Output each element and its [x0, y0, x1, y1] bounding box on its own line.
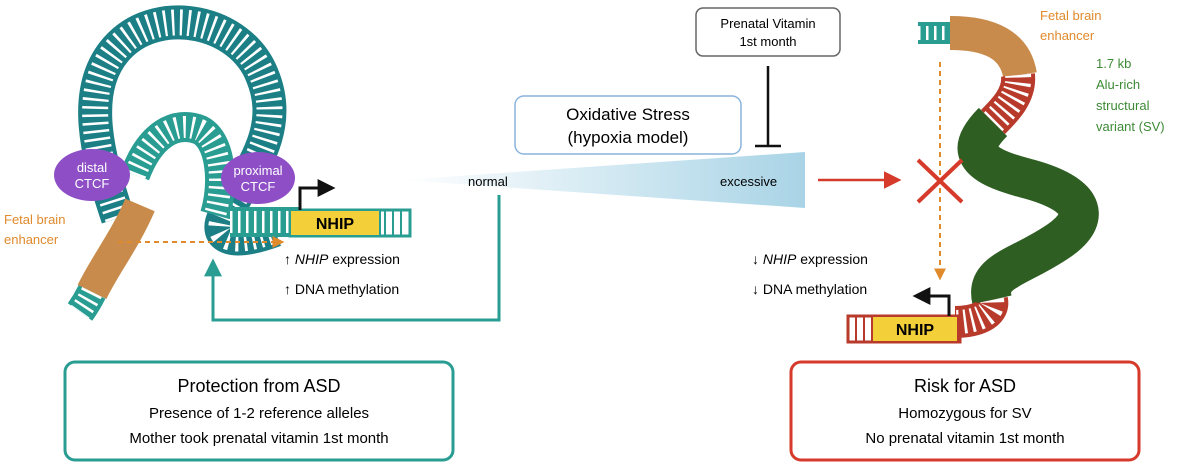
svg-text:↑ NHIP expression: ↑ NHIP expression	[284, 251, 400, 267]
down-arrow-icon: ↓	[752, 281, 763, 297]
excessive-label: excessive	[720, 174, 777, 189]
stress-gradient-wedge	[400, 152, 805, 208]
sv-line4: variant (SV)	[1096, 119, 1165, 134]
left-gene-label: NHIP	[316, 216, 355, 233]
blocked-x-icon	[916, 158, 964, 204]
risk-line2: No prenatal vitamin 1st month	[865, 430, 1064, 447]
proximal-ctcf: proximal CTCF	[221, 152, 295, 204]
protection-line2: Mother took prenatal vitamin 1st month	[129, 430, 388, 447]
left-methylation-text: DNA methylation	[295, 281, 399, 297]
normal-feedback-arrow	[204, 195, 501, 322]
left-enhancer-line2: enhancer	[4, 232, 59, 247]
left-expression-word: expression	[332, 251, 400, 267]
distal-ctcf-line1: distal	[77, 160, 107, 175]
risk-line1: Homozygous for SV	[898, 405, 1031, 422]
protection-line1: Presence of 1-2 reference alleles	[149, 405, 369, 422]
left-gene: NHIP	[288, 208, 412, 238]
left-expression: ↑ NHIP expression	[284, 251, 400, 267]
right-enhancer-line2: enhancer	[1040, 28, 1095, 43]
left-tss-arrow	[298, 179, 336, 210]
up-arrow-icon: ↑	[284, 281, 295, 297]
sv-line1: 1.7 kb	[1096, 56, 1131, 71]
right-expression-gene: NHIP	[763, 251, 797, 267]
right-gene-label: NHIP	[896, 322, 935, 339]
distal-ctcf: distal CTCF	[54, 149, 130, 201]
normal-label: normal	[468, 174, 508, 189]
down-arrow-icon: ↓	[752, 251, 763, 267]
left-expression-gene: NHIP	[295, 251, 329, 267]
svg-text:↓ DNA methylation: ↓ DNA methylation	[752, 281, 867, 297]
left-enhancer-line1: Fetal brain	[4, 212, 65, 227]
up-arrow-icon: ↑	[284, 251, 295, 267]
vitamin-box: Prenatal Vitamin 1st month	[695, 7, 841, 57]
sv-line2: Alu-rich	[1096, 77, 1140, 92]
distal-ctcf-line2: CTCF	[75, 176, 110, 191]
right-tss-arrow	[912, 287, 951, 316]
right-expression-word: expression	[800, 251, 868, 267]
right-methylation-text: DNA methylation	[763, 281, 867, 297]
left-methylation: ↑ DNA methylation	[284, 281, 399, 297]
stress-line2: (hypoxia model)	[568, 128, 689, 147]
right-methylation: ↓ DNA methylation	[752, 281, 867, 297]
right-enhancer-line1: Fetal brain	[1040, 8, 1101, 23]
vitamin-line1: Prenatal Vitamin	[720, 16, 815, 31]
left-dna-loop	[67, 5, 300, 321]
stress-line1: Oxidative Stress	[566, 105, 690, 124]
stress-box: Oxidative Stress (hypoxia model)	[514, 95, 742, 155]
right-gene: NHIP	[846, 314, 962, 344]
proximal-ctcf-line2: CTCF	[241, 179, 276, 194]
svg-text:↑ DNA methylation: ↑ DNA methylation	[284, 281, 399, 297]
protection-box: Protection from ASD Presence of 1-2 refe…	[63, 360, 455, 462]
risk-title: Risk for ASD	[914, 376, 1016, 396]
sv-line3: structural	[1096, 98, 1150, 113]
vitamin-line2: 1st month	[739, 34, 796, 49]
right-dna-strand	[918, 16, 1099, 338]
right-expression: ↓ NHIP expression	[752, 251, 868, 267]
protection-title: Protection from ASD	[177, 376, 340, 396]
proximal-ctcf-line1: proximal	[233, 163, 282, 178]
svg-text:↓ NHIP expression: ↓ NHIP expression	[752, 251, 868, 267]
risk-box: Risk for ASD Homozygous for SV No prenat…	[789, 360, 1141, 462]
